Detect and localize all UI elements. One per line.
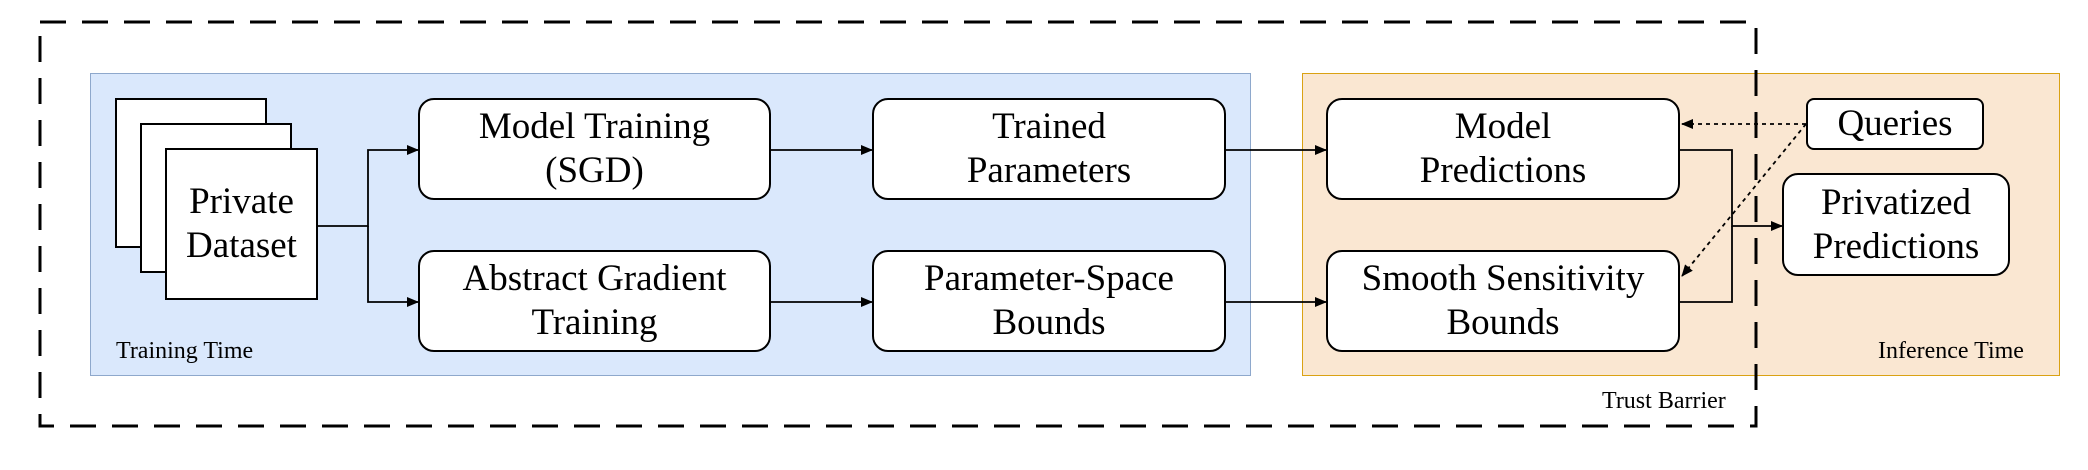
parameter-bounds-node: Parameter-Space Bounds <box>872 250 1226 352</box>
edge-smooth-sensitivity-to-privatized <box>1680 226 1733 303</box>
private-dataset-label: Private Dataset <box>186 181 297 266</box>
parameter-bounds-label: Parameter-Space Bounds <box>924 258 1174 343</box>
inference-time-label: Inference Time <box>1878 338 2024 364</box>
privatized-predictions-node: Privatized Predictions <box>1782 173 2010 276</box>
private-dataset-node: Private Dataset <box>165 148 318 300</box>
queries-node: Queries <box>1806 98 1984 150</box>
model-predictions-node: Model Predictions <box>1326 98 1680 200</box>
trained-parameters-node: Trained Parameters <box>872 98 1226 200</box>
trust-barrier-boundary <box>38 20 1758 428</box>
abstract-gradient-node: Abstract Gradient Training <box>418 250 771 352</box>
privatized-predictions-label: Privatized Predictions <box>1812 181 1980 267</box>
trust-barrier-label: Trust Barrier <box>1602 388 1726 414</box>
trained-parameters-label: Trained Parameters <box>966 106 1132 191</box>
model-training-label: Model Training (SGD) <box>478 106 711 191</box>
edge-queries-to-smooth-sensitivity <box>1681 123 1807 277</box>
edge-dataset-to-model-training <box>318 145 419 227</box>
smooth-sensitivity-label: Smooth Sensitivity Bounds <box>1361 258 1645 343</box>
smooth-sensitivity-node: Smooth Sensitivity Bounds <box>1326 250 1680 352</box>
edge-model-predictions-to-privatized <box>1680 149 1783 231</box>
model-predictions-label: Model Predictions <box>1419 106 1587 191</box>
edge-dataset-to-abstract-gradient <box>367 226 419 307</box>
abstract-gradient-label: Abstract Gradient Training <box>462 258 727 343</box>
training-time-label: Training Time <box>116 338 254 364</box>
model-training-node: Model Training (SGD) <box>418 98 771 200</box>
queries-label: Queries <box>1837 103 1953 144</box>
